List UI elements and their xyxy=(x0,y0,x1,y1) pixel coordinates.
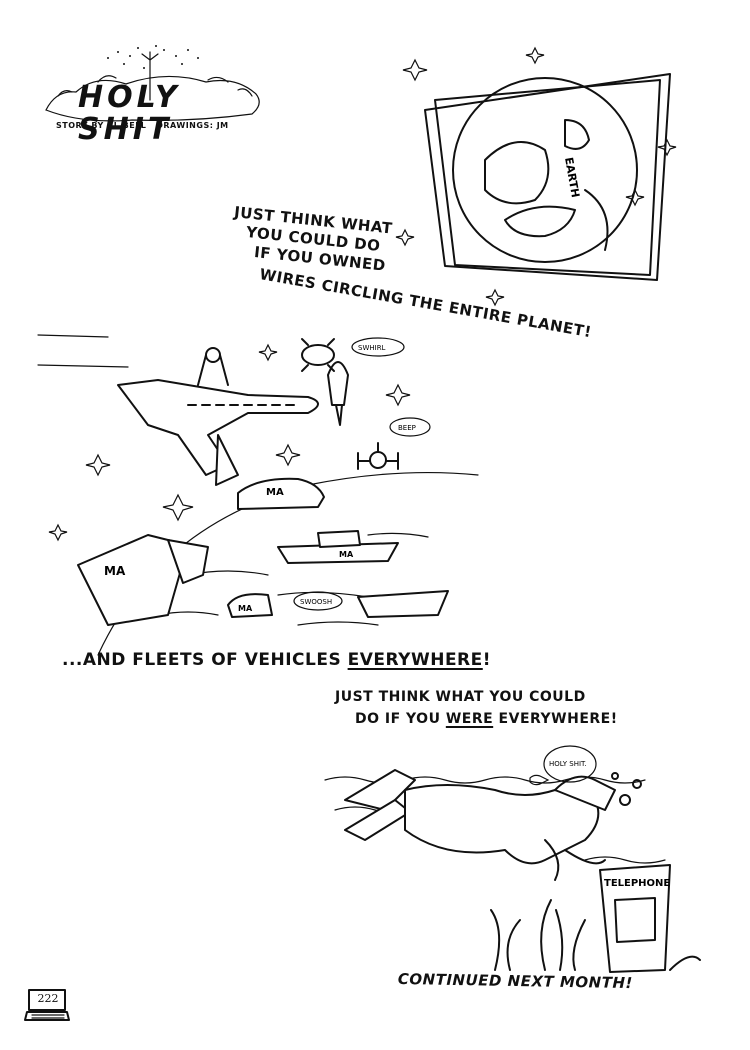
bubble-beep: BEEP xyxy=(398,424,416,432)
caption-everywhere-line2: DO IF YOU WERE EVERYWHERE! xyxy=(355,712,618,727)
caption-everywhere-emphasis: WERE xyxy=(445,711,494,727)
masthead-art xyxy=(45,45,260,122)
diver-bubble-text: HOLY SHIT. xyxy=(549,760,587,768)
earth-label: EARTH xyxy=(562,156,582,198)
caption-everywhere-line2-b: EVERYWHERE! xyxy=(493,711,618,727)
masthead: HOLY SHIT STORY BY AL BELL DRAWINGS: JM xyxy=(38,40,278,145)
caption-fleets-suffix: ! xyxy=(482,650,492,670)
caption-fleets-prefix: ...AND FLEETS OF VEHICLES xyxy=(62,650,348,670)
bubble-swish: SWHIRL xyxy=(358,344,386,352)
bubble-swoosh: SWOOSH xyxy=(300,598,332,606)
diver-illustration: HOLY SHIT. TELEPHONE xyxy=(324,745,701,973)
fleet-illustration: MA MA MA MA SWHIRL BEEP SWOOSH xyxy=(37,334,479,656)
car-logo: MA xyxy=(266,487,284,498)
masthead-byline: STORY BY AL BELL DRAWINGS: JM xyxy=(56,121,229,130)
truck-logo: MA xyxy=(104,564,126,578)
phone-booth-sign: TELEPHONE xyxy=(604,878,670,889)
page-number: 222 xyxy=(37,992,59,1005)
masthead-title: HOLY SHIT xyxy=(78,80,181,147)
page-number-box: 222 xyxy=(24,988,70,1024)
page-number-icon xyxy=(24,989,70,1021)
sub-logo: MA xyxy=(238,604,253,613)
caption-fleets: ...AND FLEETS OF VEHICLES EVERYWHERE! xyxy=(62,650,492,670)
caption-everywhere-line1: JUST THINK WHAT YOU COULD xyxy=(335,689,586,705)
caption-fleets-emphasis: EVERYWHERE xyxy=(347,650,483,670)
caption-continued: CONTINUED NEXT MONTH! xyxy=(397,970,633,993)
caption-everywhere: JUST THINK WHAT YOU COULD DO IF YOU WERE… xyxy=(335,690,665,740)
caption-everywhere-line2-a: DO IF YOU xyxy=(355,711,446,727)
ship-logo: MA xyxy=(339,550,354,559)
globe-illustration: EARTH xyxy=(395,46,677,307)
